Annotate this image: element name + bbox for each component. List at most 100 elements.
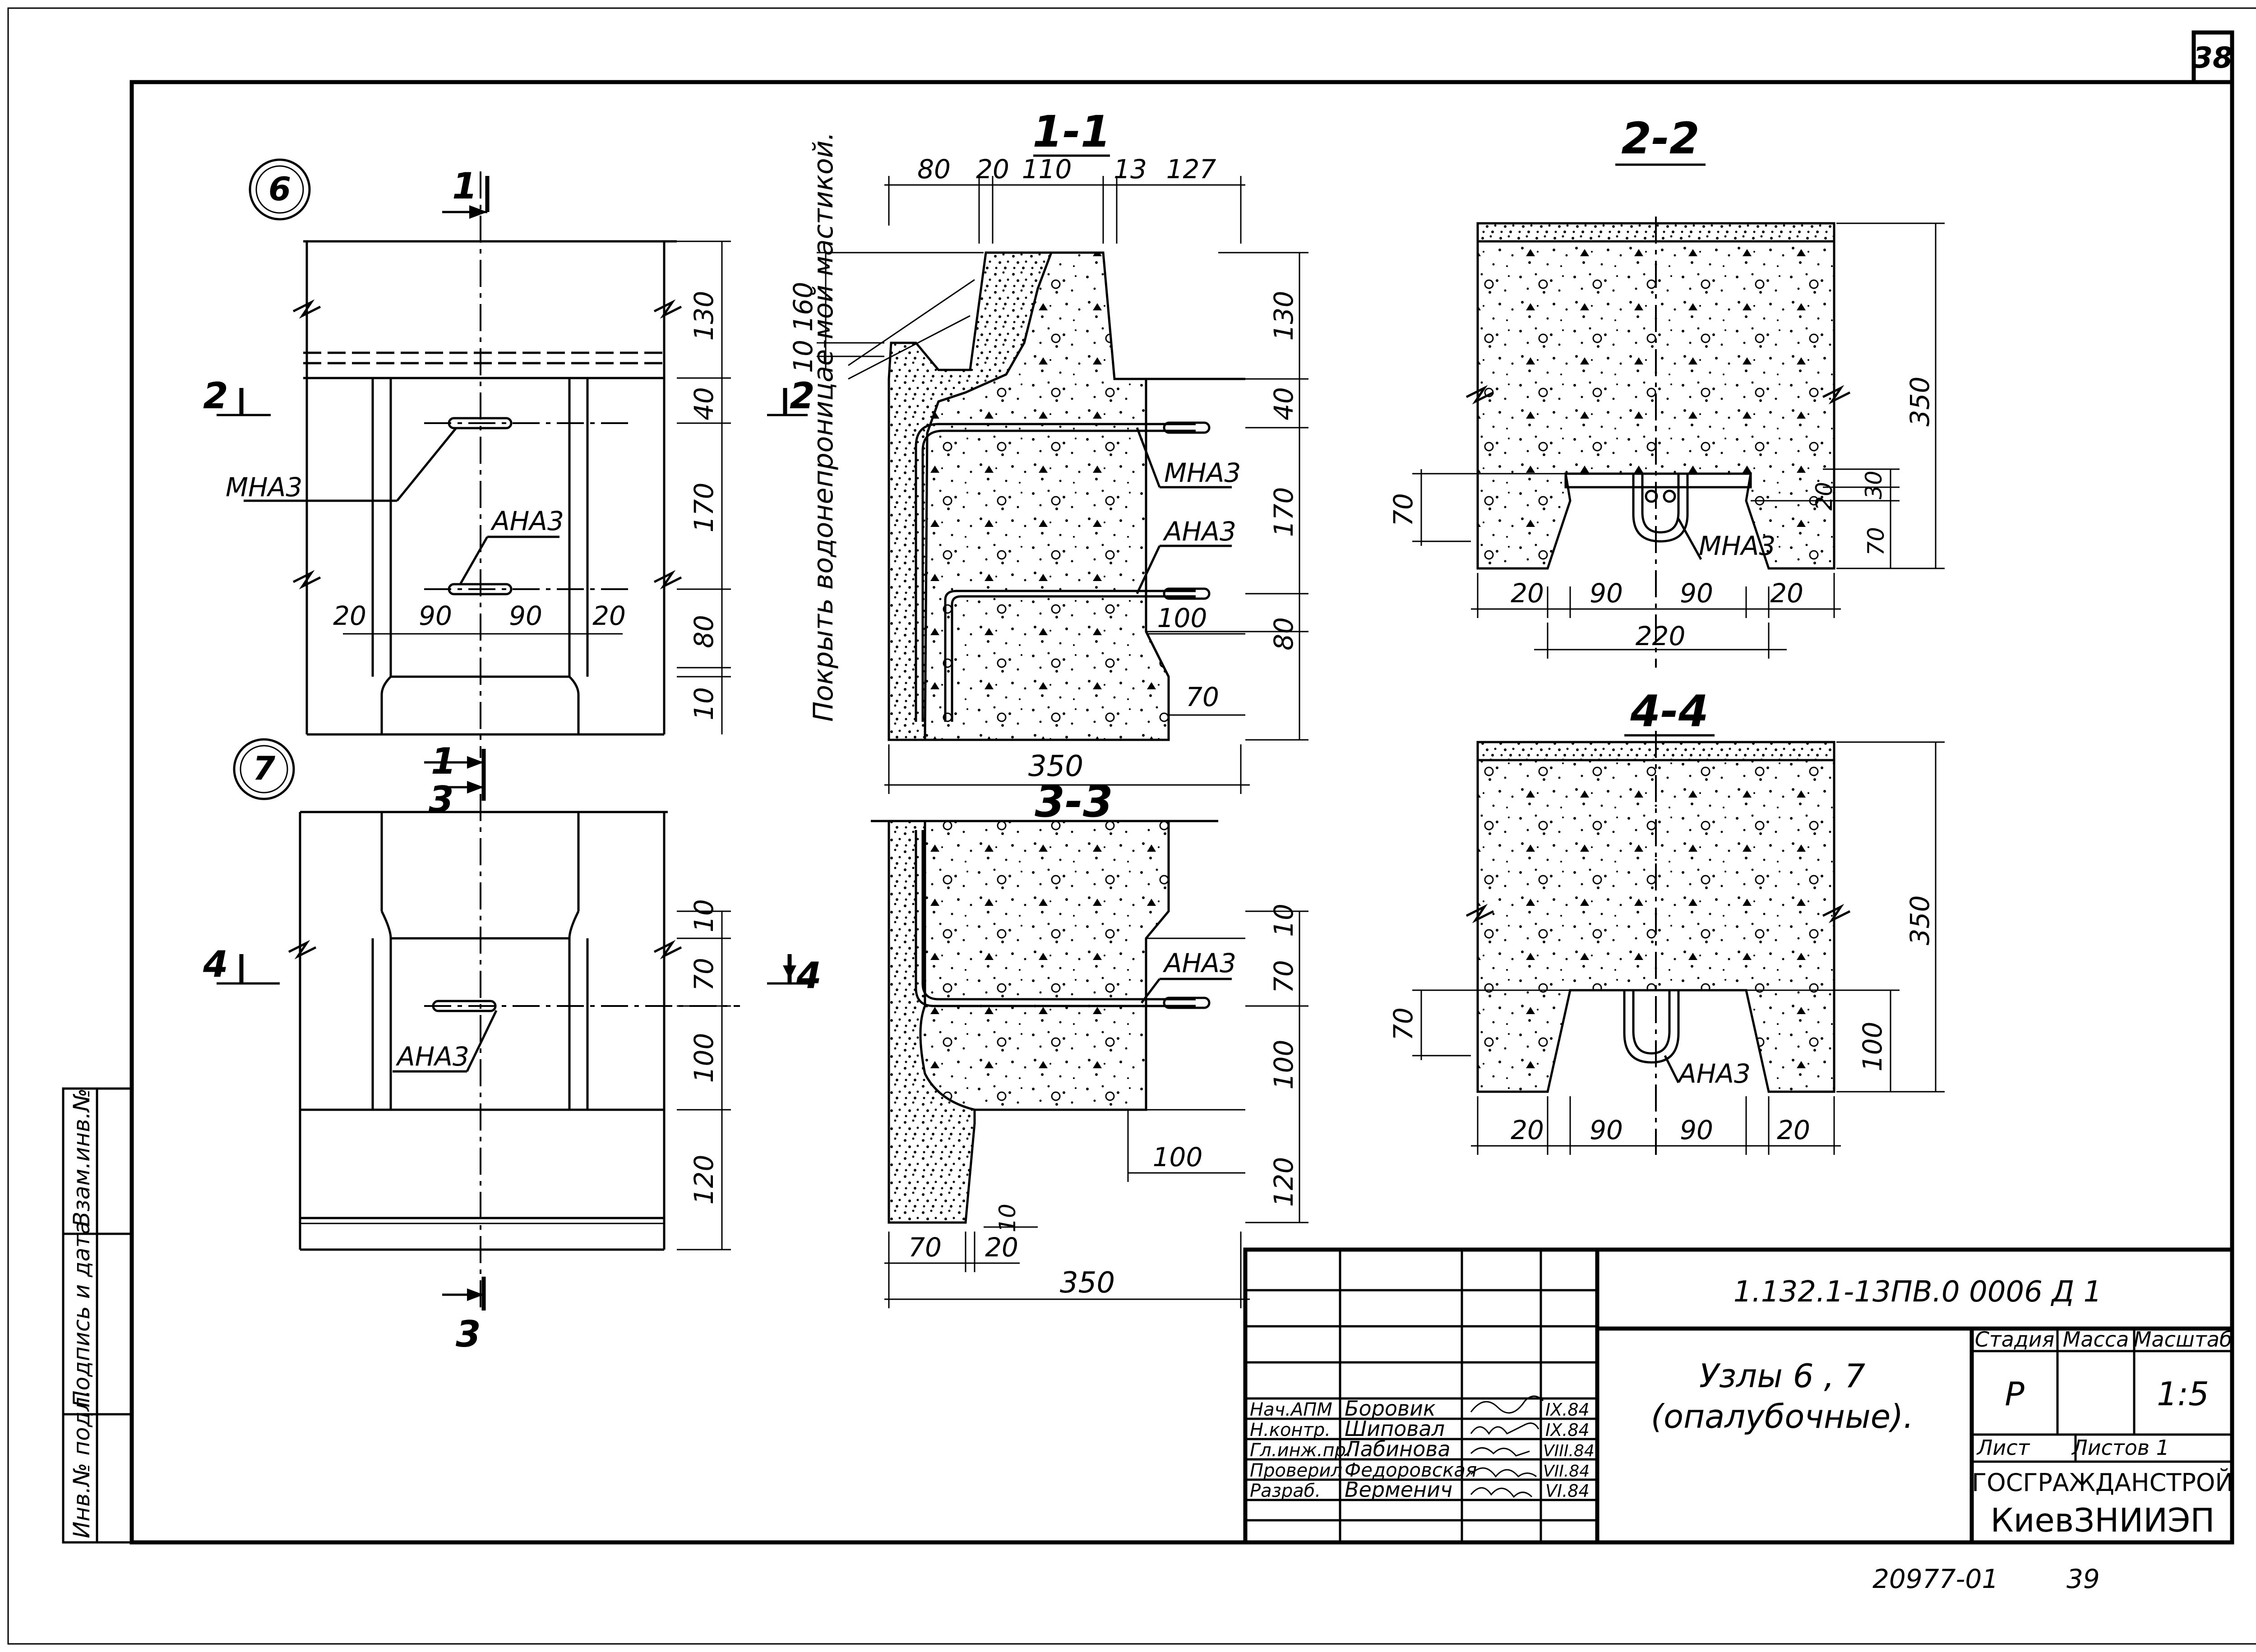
stage-header: Стадия [1975,1327,2054,1352]
page-number: 38 [2192,42,2233,75]
node-7-cut-4-right: 4 [796,955,822,997]
node-7-dim-70: 70 [689,958,719,991]
staff-date-1: IX.84 [1545,1420,1590,1440]
section-2-2-total: 220 [1636,621,1686,651]
title-block: 1.132.1-13ПВ.0 0006 Д 1 Узлы 6 , 7 (опал… [1243,1247,2234,1545]
node-7-dim-10: 10 [689,899,719,932]
stamp-inventory: Инв.№ подл. [69,1390,95,1538]
section-4-4-dim-b90a: 90 [1590,1115,1623,1145]
org-line1: ГОСГРАЖДАНСТРОЙ [1972,1468,2233,1497]
section-2-2-dim-70l: 70 [1388,493,1419,526]
section-2-2-dim-b20a: 20 [1511,578,1544,609]
staff-date-0: IX.84 [1545,1400,1590,1420]
section-1-1-note-text: Покрыть водонепроницае-мой мастикой. [808,132,839,722]
section-3-3-dim-10: 10 [1268,904,1299,937]
section-2-2-title: 2-2 [1621,113,1699,164]
node-6-dim-10: 10 [689,687,719,720]
staff-date-3: VII.84 [1543,1462,1590,1481]
section-2-2-dim-b20b: 20 [1770,578,1803,609]
section-4-4-dim-b90b: 90 [1680,1115,1713,1145]
section-3-3-dim-b20: 20 [985,1232,1018,1263]
org-line2: КиевЗНИИЭП [1990,1501,2214,1539]
section-2-2-dim-b90a: 90 [1590,578,1623,609]
stage-value: Р [2005,1375,2025,1413]
node-7-marker [233,738,295,800]
section-3-3-dim-100: 100 [1268,1040,1299,1090]
section-2-2-dim-30: 30 [1861,471,1887,499]
sheet-edge [7,7,2256,1645]
staff-role-2: Гл.инж.пр. [1250,1440,1352,1461]
section-4-4-height: 350 [1905,895,1935,946]
node-7-cut-3-bottom: 3 [456,1313,481,1355]
node-6-cut-1: 1 [452,165,477,207]
section-4-4-label-ana: АНА3 [1677,1058,1751,1089]
section-1-1-dim-r130: 130 [1268,291,1299,341]
scale-header: Масштаб [2134,1327,2233,1352]
staff-name-4: Верменич [1345,1477,1452,1502]
drawing-frame [129,80,2234,1545]
section-1-1-dim-20: 20 [976,154,1009,185]
section-3-3-dim-120: 120 [1268,1157,1299,1207]
section-1-1-dim-127: 127 [1166,154,1216,185]
node-6-dim-b90a: 90 [419,600,452,631]
section-3-3-dim-b70: 70 [908,1232,942,1263]
page-number-box [2191,30,2234,84]
section-2-2-dim-20: 20 [1811,482,1837,511]
node-6-dim-b90b: 90 [509,600,542,631]
node-7-cut-1: 1 [431,740,456,782]
staff-date-4: VI.84 [1545,1481,1590,1501]
section-1-1-dim-r40: 40 [1268,387,1299,420]
node-7-cut-3-top: 3 [429,779,454,821]
section-2-2-height: 350 [1905,377,1935,427]
node-6-dim-130: 130 [689,291,719,341]
node-6-cut-2-left: 2 [203,375,228,417]
section-1-1-width: 350 [1028,750,1083,783]
section-3-3-inner-100: 100 [1153,1142,1203,1172]
section-3-3-dim-70: 70 [1268,960,1299,993]
node-6-cut-2-right: 2 [790,375,815,417]
signature-0 [1470,1395,1544,1414]
sheets-label: Листов 1 [2071,1435,2169,1460]
section-1-1-title: 1-1 [1032,106,1110,157]
section-2-2-label-mna: МНА3 [1699,531,1775,561]
section-4-4: 4-4 АНА3 350 100 70 20 90 90 20 [1388,686,1945,1155]
sheet-title-line1: Узлы 6 , 7 [1699,1357,1865,1395]
staff-role-1: Н.контр. [1250,1420,1331,1440]
archive-page: 39 [2066,1564,2100,1594]
section-1-1-dim-70: 70 [1186,682,1219,712]
section-4-4-title: 4-4 [1630,686,1708,737]
staff-role-0: Нач.АПМ [1250,1399,1332,1420]
node-7-elevation: 7 1 3 АНА3 4 [203,738,822,1355]
section-2-2-dim-b90b: 90 [1680,578,1713,609]
signature-4 [1470,1487,1533,1498]
section-3-3-concrete [919,820,1170,1111]
node-6-label-mna: МНА3 [226,472,302,503]
node-6-elevation: 6 МНА3 АНА3 1 [203,158,815,758]
scale-value: 1:5 [2157,1375,2209,1413]
node-6-dim-b20b: 20 [592,600,626,631]
section-1-1-dim-10l: 10 [788,340,818,373]
node-7-dim-100: 100 [689,1033,719,1083]
node-7-cut-4-left: 4 [203,943,228,985]
node-6-dim-40: 40 [689,387,719,420]
section-1-1-dim-100: 100 [1157,603,1207,633]
staff-name-0: Боровик [1345,1396,1436,1421]
signature-1 [1470,1422,1539,1435]
section-1-1-label-ana: АНА3 [1162,516,1236,547]
section-1-1-dim-160: 160 [788,282,818,332]
staff-name-3: Федоровская [1345,1459,1477,1481]
section-1-1-dim-r170: 170 [1268,487,1299,537]
section-2-2: 2-2 МНА3 350 30 20 70 70 [1388,113,1945,668]
node-7-dim-120: 120 [689,1155,719,1205]
staff-role-3: Проверил [1250,1460,1342,1481]
signature-3 [1470,1467,1537,1478]
section-4-4-dim-100: 100 [1857,1022,1888,1072]
section-1-1-label-mna: МНА3 [1164,457,1241,488]
section-3-3: 3-3 АНА3 10 70 100 120 100 10 70 20 [871,776,1308,1308]
section-1-1: 1-1 МНА3 АНА3 80 20 110 13 127 [788,106,1308,794]
staff-role-4: Разраб. [1250,1481,1321,1501]
section-2-2-dim-70r: 70 [1863,527,1889,556]
node-7-number: 7 [253,749,275,787]
node-6-dim-170: 170 [689,483,719,533]
